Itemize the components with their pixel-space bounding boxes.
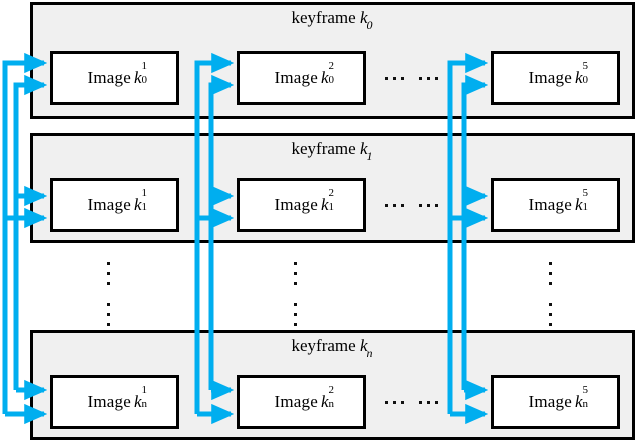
symbol-base: k [574, 68, 583, 87]
horizontal-ellipsis-k1 [385, 204, 438, 207]
image-box-label: Image [87, 68, 131, 87]
image-box-k0-2[interactable]: Image k 2 0 [237, 51, 366, 105]
symbol-subscript: 1 [582, 201, 589, 213]
image-box-k0-1[interactable]: Image k 1 0 [50, 51, 179, 105]
keyframe-title-subscript: 0 [366, 18, 373, 33]
symbol-subscript: 1 [141, 201, 148, 213]
image-box-symbol: k 2 1 [320, 187, 334, 215]
image-box-symbol: k 1 1 [133, 187, 147, 215]
horizontal-ellipsis-k0 [385, 77, 438, 80]
keyframe-panel-k1: keyframe k1 Image k 1 1 Image k 2 1 [30, 133, 635, 243]
image-box-k1-1[interactable]: Image k 1 1 [50, 178, 179, 232]
image-box-symbol: k 1 0 [133, 60, 147, 88]
keyframe-title-subscript: 1 [366, 149, 373, 164]
symbol-base: k [320, 195, 329, 214]
symbol-superscript: 5 [582, 187, 589, 199]
image-box-k1-2[interactable]: Image k 2 1 [237, 178, 366, 232]
image-box-symbol: k 5 1 [574, 187, 588, 215]
symbol-superscript: 2 [328, 60, 335, 72]
image-box-k0-5[interactable]: Image k 5 0 [491, 51, 620, 105]
symbol-subscript: 1 [328, 201, 335, 213]
symbol-base: k [133, 68, 142, 87]
symbol-base: k [133, 195, 142, 214]
symbol-superscript: 2 [328, 384, 335, 396]
symbol-base: k [320, 392, 329, 411]
keyframe-title-k1: keyframe k1 [33, 139, 632, 164]
vertical-ellipsis-col-2 [294, 262, 297, 333]
image-box-label: Image [528, 195, 572, 214]
image-box-label: Image [274, 195, 318, 214]
symbol-superscript: 1 [141, 187, 148, 199]
symbol-subscript: 0 [582, 74, 589, 86]
image-box-symbol: k 1 n [133, 384, 147, 412]
symbol-superscript: 5 [582, 384, 589, 396]
symbol-superscript: 2 [328, 187, 335, 199]
keyframe-panel-kn: keyframe kn Image k 1 n Image k 2 n [30, 330, 635, 440]
keyframe-panel-k0: keyframe k0 Image k 1 0 Image k 2 0 [30, 2, 635, 119]
image-box-label: Image [274, 68, 318, 87]
symbol-superscript: 1 [141, 60, 148, 72]
horizontal-ellipsis-kn [385, 401, 438, 404]
vertical-ellipsis-col-1 [107, 262, 110, 333]
image-box-symbol: k 2 0 [320, 60, 334, 88]
symbol-subscript: n [582, 398, 589, 410]
keyframe-title-prefix: keyframe [291, 336, 356, 355]
image-box-label: Image [87, 195, 131, 214]
image-box-symbol: k 2 n [320, 384, 334, 412]
keyframe-title-subscript: n [366, 346, 373, 361]
symbol-base: k [574, 392, 583, 411]
image-box-kn-5[interactable]: Image k 5 n [491, 375, 620, 429]
keyframe-title-symbol: k [359, 139, 368, 158]
symbol-base: k [574, 195, 583, 214]
image-box-kn-2[interactable]: Image k 2 n [237, 375, 366, 429]
image-box-symbol: k 5 0 [574, 60, 588, 88]
keyframe-title-k0: keyframe k0 [33, 8, 632, 33]
symbol-base: k [133, 392, 142, 411]
image-box-k1-5[interactable]: Image k 5 1 [491, 178, 620, 232]
keyframe-title-symbol: k [359, 8, 368, 27]
symbol-superscript: 5 [582, 60, 589, 72]
image-box-label: Image [528, 392, 572, 411]
keyframe-title-symbol: k [359, 336, 368, 355]
symbol-base: k [320, 68, 329, 87]
image-box-label: Image [274, 392, 318, 411]
image-box-kn-1[interactable]: Image k 1 n [50, 375, 179, 429]
keyframe-title-kn: keyframe kn [33, 336, 632, 361]
keyframe-title-prefix: keyframe [291, 139, 356, 158]
image-box-label: Image [528, 68, 572, 87]
symbol-subscript: n [328, 398, 335, 410]
image-box-label: Image [87, 392, 131, 411]
image-box-symbol: k 5 n [574, 384, 588, 412]
symbol-subscript: n [141, 398, 148, 410]
symbol-superscript: 1 [141, 384, 148, 396]
symbol-subscript: 0 [141, 74, 148, 86]
vertical-ellipsis-col-5 [549, 262, 552, 333]
keyframe-title-prefix: keyframe [291, 8, 356, 27]
symbol-subscript: 0 [328, 74, 335, 86]
